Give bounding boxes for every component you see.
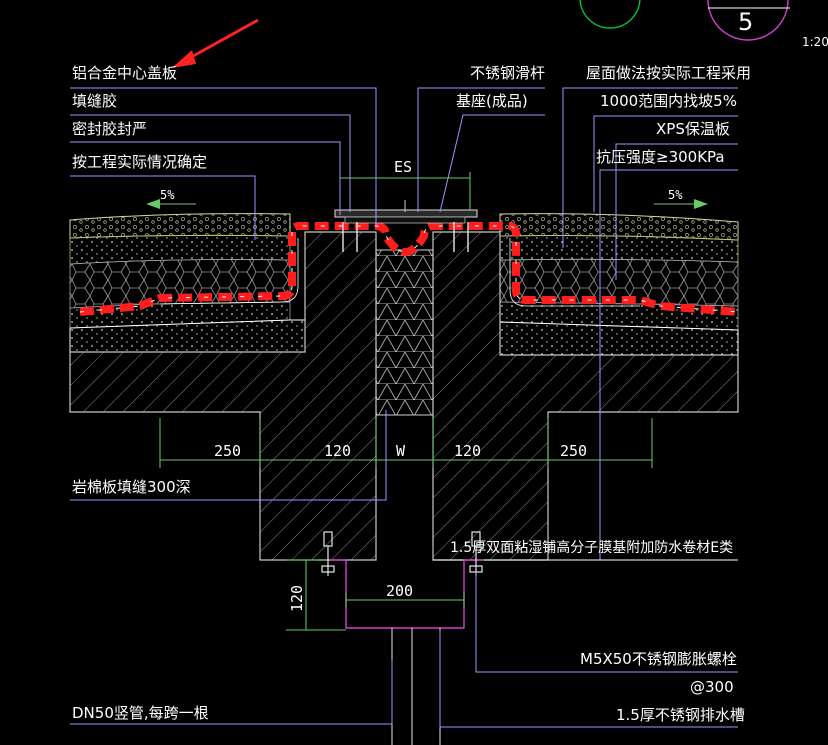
- label-spacing: @300: [690, 678, 734, 696]
- slope-right: 5%: [654, 188, 708, 209]
- pointer-arrow-icon: [172, 18, 259, 68]
- leaders-right: [562, 87, 738, 280]
- label-strength: 抗压强度≥300KPa: [596, 148, 725, 166]
- anchor-bolts: [342, 222, 469, 252]
- svg-text:5%: 5%: [668, 188, 683, 202]
- label-filler: 填缝胶: [72, 92, 117, 110]
- waterproof-membrane: [79, 222, 739, 316]
- label-rock-wool: 岩棉板填缝300深: [72, 478, 191, 496]
- label-per-project: 按工程实际情况确定: [72, 153, 207, 171]
- label-stainless-rod: 不锈钢滑杆: [470, 64, 545, 82]
- es-label: ES: [394, 158, 412, 176]
- detail-marker-circle: [707, 0, 789, 41]
- dim-right-inner: 120: [454, 442, 481, 460]
- trough-leader: [439, 630, 738, 728]
- dim-left-outer: 250: [214, 442, 241, 460]
- concrete-slab-left: [69, 231, 377, 561]
- rock-wool-leader: [70, 410, 387, 501]
- horizontal-dimensions: 250 120 W 120 250: [159, 418, 653, 468]
- label-seal: 密封胶封严: [72, 120, 147, 138]
- label-roof-method: 屋面做法按实际工程采用: [586, 64, 751, 82]
- expansion-bolt-left: [321, 531, 335, 576]
- vertical-dimension: 120: [286, 559, 346, 631]
- drain-trough: 200: [318, 559, 484, 629]
- leaders-left: [70, 87, 377, 240]
- slope-left: 5%: [146, 188, 196, 209]
- svg-text:5%: 5%: [160, 188, 175, 202]
- label-pipe: DN50竖管,每跨一根: [72, 704, 209, 722]
- label-xps: XPS保温板: [656, 120, 730, 138]
- pipe-leader: [70, 660, 393, 725]
- dim-vertical: 120: [288, 585, 306, 612]
- reference-circle: [579, 0, 641, 29]
- label-base: 基座(成品): [456, 92, 528, 110]
- label-center-cover: 铝合金中心盖板: [72, 64, 177, 82]
- dim-drain-width: 200: [386, 582, 413, 600]
- label-membrane: 1.5厚双面粘湿铺高分子膜基附加防水卷材E类: [450, 539, 733, 556]
- label-bolt: M5X50不锈钢膨胀螺栓: [580, 650, 737, 668]
- bolt-leader: [475, 572, 738, 673]
- roof-layers-left: [69, 213, 306, 353]
- label-slope-range: 1000范围内找坡5%: [600, 92, 737, 110]
- label-trough: 1.5厚不锈钢排水槽: [616, 706, 745, 724]
- roof-layers-right: [499, 213, 739, 356]
- dim-gap: W: [396, 442, 406, 460]
- leaders-top: [417, 87, 545, 213]
- rock-wool-filler: [375, 249, 434, 416]
- detail-scale: 1:20: [802, 35, 828, 49]
- dim-right-outer: 250: [560, 442, 587, 460]
- dn50-pipe: [391, 628, 441, 745]
- detail-number: 5: [738, 8, 753, 36]
- center-cover-plate: [334, 200, 478, 224]
- dim-left-inner: 120: [324, 442, 351, 460]
